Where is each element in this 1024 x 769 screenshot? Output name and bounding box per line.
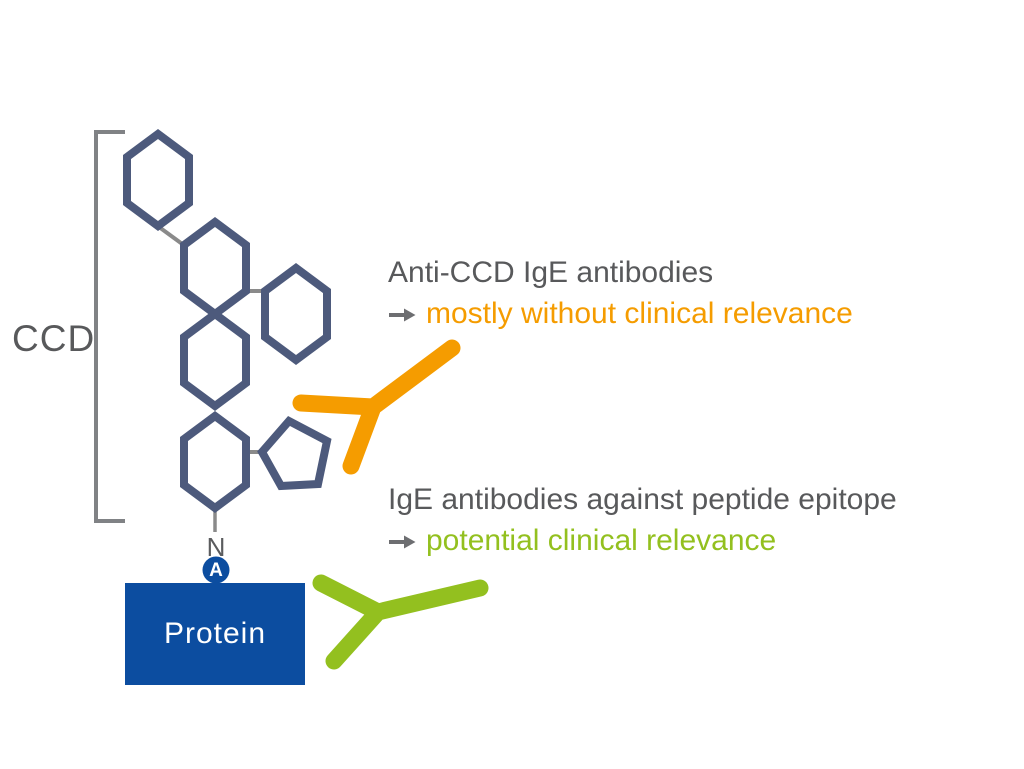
right-arrow-icon [389,535,416,548]
protein-label: Protein [163,617,267,650]
sugar-ring-hexagon-2 [180,217,250,319]
sugar-ring-pentagon [257,415,332,491]
n-linkage-label: N [206,532,226,562]
right-arrow-icon [389,308,416,321]
sugar-ring-hexagon-5 [180,411,250,513]
sugar-ring-hexagon-3 [261,263,331,365]
protein-box: Protein [125,583,305,685]
anti-ccd-antibody-icon [292,339,461,475]
asparagine-label: A [209,560,223,581]
annotation-peptide: IgE antibodies against peptide epitope p… [388,479,897,561]
annotation-peptide-title: IgE antibodies against peptide epitope [388,483,897,516]
ccd-bracket [94,130,125,523]
annotation-anti-ccd: Anti-CCD IgE antibodies mostly without c… [388,252,853,334]
ccd-bracket-label: CCD [12,318,96,359]
peptide-antibody-icon [312,574,489,670]
sugar-ring-hexagon-4 [180,309,250,411]
asparagine-circle [202,556,230,584]
annotation-peptide-result: potential clinical relevance [426,524,777,557]
annotation-anti-ccd-title: Anti-CCD IgE antibodies [388,256,714,289]
sugar-ring-hexagon-1 [123,129,193,231]
annotation-anti-ccd-result: mostly without clinical relevance [426,297,853,330]
